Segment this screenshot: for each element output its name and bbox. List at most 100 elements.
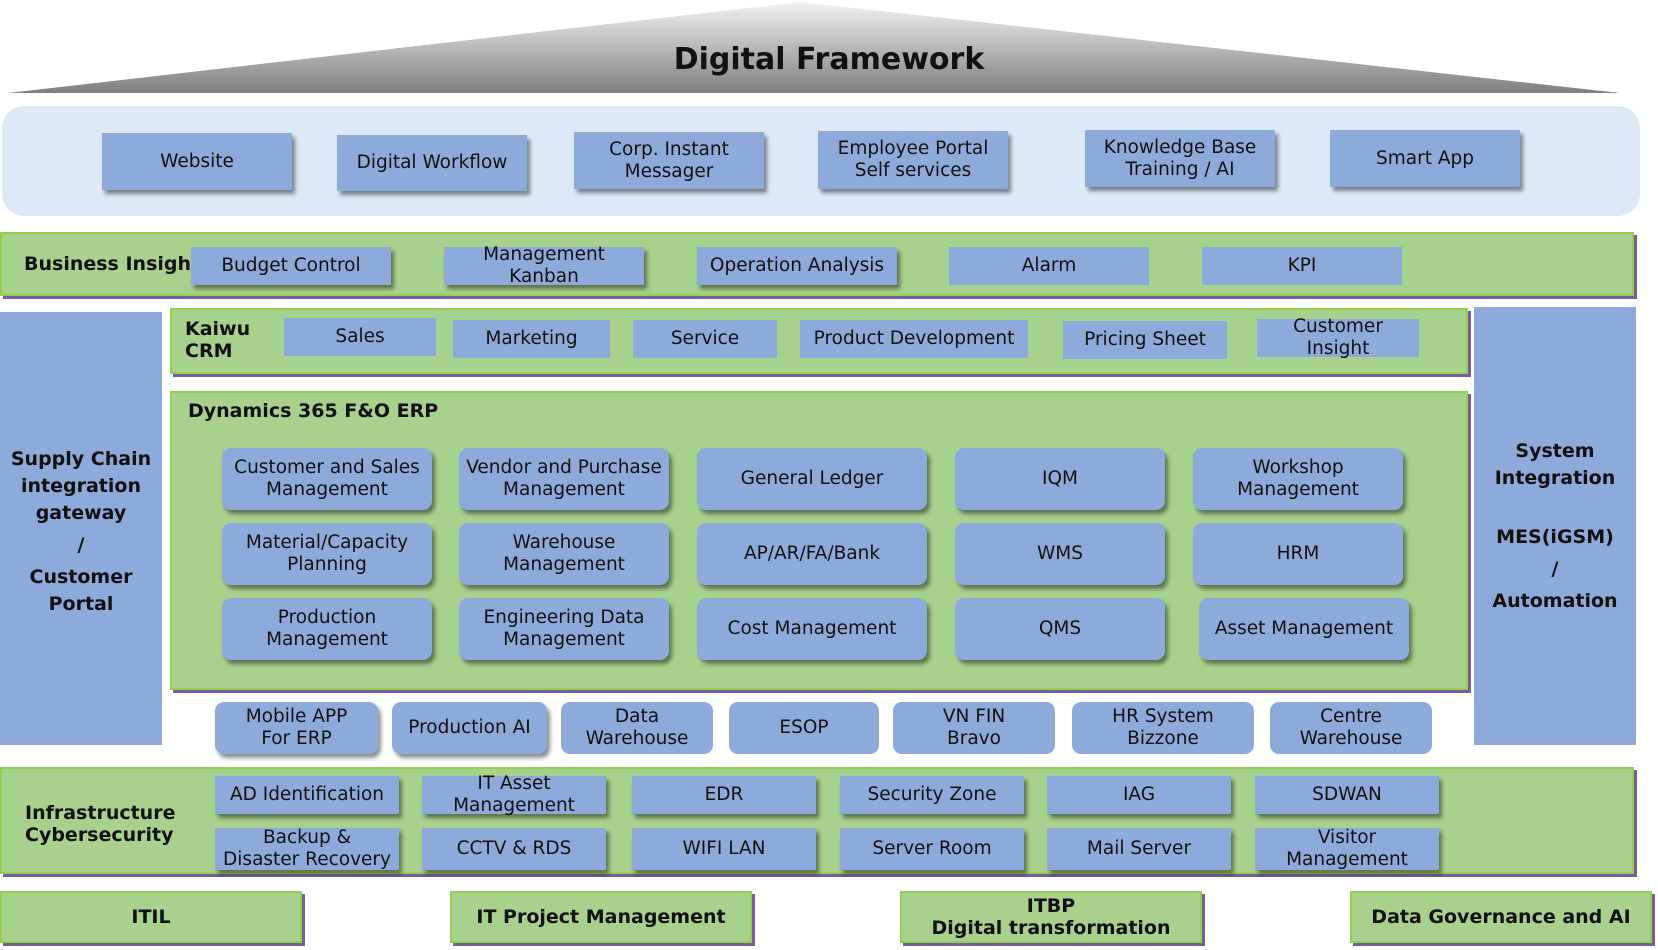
- box-label: QMS: [1038, 618, 1082, 639]
- box-label: Product Development: [813, 328, 1015, 349]
- box-label: Smart App: [1376, 147, 1474, 169]
- crm-item-service: Service: [633, 320, 777, 358]
- page-title: Digital Framework: [673, 42, 985, 77]
- box-label: EDR: [704, 784, 744, 805]
- right-side-line: Integration: [1494, 467, 1616, 489]
- infrastructure-item-backup-disaster-recovery: Backup &Disaster Recovery: [215, 827, 399, 870]
- box-label: Security Zone: [867, 784, 997, 805]
- box-label: Customer Insight: [1293, 316, 1383, 359]
- left-side-line: Customer: [29, 565, 133, 588]
- right-side-line: [1552, 489, 1559, 521]
- box-label: IT Project Management: [476, 906, 726, 928]
- box-label: Visitor Management: [1286, 827, 1408, 870]
- left-side-line: /: [77, 533, 85, 556]
- box-label: Pricing Sheet: [1084, 329, 1206, 350]
- erp-module-hrm: HRM: [1193, 523, 1403, 585]
- business-insight-item-kpi: KPI: [1202, 247, 1402, 285]
- infrastructure-item-visitor-management: Visitor Management: [1255, 827, 1439, 870]
- box-label: Website: [160, 150, 234, 172]
- box-label: ITIL: [131, 906, 171, 928]
- box-label: Backup &Disaster Recovery: [223, 827, 391, 870]
- box-label: AP/AR/FA/Bank: [743, 543, 881, 564]
- left-side-line: gateway: [35, 501, 127, 524]
- left-side-line: integration: [21, 474, 141, 497]
- infrastructure-item-iag: IAG: [1047, 776, 1231, 814]
- box-label: Digital Workflow: [356, 152, 508, 173]
- business-insight-item-alarm: Alarm: [949, 247, 1149, 285]
- infrastructure-item-server-room: Server Room: [840, 828, 1024, 870]
- infrastructure-item-wifi-lan: WIFI LAN: [632, 828, 816, 870]
- box-label: Operation Analysis: [709, 255, 885, 276]
- box-label: IQM: [1042, 468, 1078, 489]
- box-label: ESOP: [779, 717, 829, 738]
- governance-item-data-governance-and-ai: Data Governance and AI: [1350, 891, 1652, 943]
- box-label: Budget Control: [221, 255, 361, 276]
- erp-label: Dynamics 365 F&O ERP: [188, 400, 439, 422]
- right-side-line: System: [1515, 440, 1595, 462]
- box-label: Asset Management: [1214, 618, 1394, 639]
- roof-triangle: [8, 2, 1620, 93]
- erp-module-qms: QMS: [955, 598, 1165, 660]
- box-label: HRM: [1276, 543, 1320, 564]
- erp-module-iqm: IQM: [955, 448, 1165, 510]
- box-label: AD Identification: [229, 784, 385, 805]
- governance-item-itil: ITIL: [0, 891, 302, 943]
- erp-module-asset-management: Asset Management: [1199, 598, 1409, 660]
- box-label: General Ledger: [740, 468, 884, 489]
- infrastructure-item-edr: EDR: [632, 776, 816, 814]
- box-label: Sales: [335, 326, 385, 347]
- box-label: Production AI: [408, 717, 531, 738]
- box-label: WIFI LAN: [682, 838, 766, 859]
- crm-item-sales: Sales: [284, 318, 436, 356]
- right-side-line: MES(iGSM): [1496, 526, 1614, 548]
- erp-module-cost-management: Cost Management: [697, 598, 927, 660]
- box-label: CCTV & RDS: [456, 838, 572, 859]
- business-insight-item-operation-analysis: Operation Analysis: [697, 247, 897, 285]
- right-side-line: Automation: [1492, 590, 1618, 612]
- erp-module-wms: WMS: [955, 523, 1165, 585]
- box-label: SDWAN: [1312, 784, 1382, 805]
- infrastructure-item-security-zone: Security Zone: [840, 776, 1024, 814]
- box-label: Service: [670, 328, 740, 349]
- box-label: Management Kanban: [483, 244, 605, 287]
- box-label: Mail Server: [1086, 838, 1192, 859]
- box-label: KPI: [1287, 255, 1317, 276]
- business-insight-item-management-kanban: Management Kanban: [444, 244, 644, 287]
- box-label: Server Room: [872, 838, 992, 859]
- box-label: Cost Management: [727, 618, 897, 639]
- box-label: IAG: [1122, 784, 1156, 805]
- left-side-line: Portal: [48, 592, 114, 615]
- extension-item-esop: ESOP: [729, 702, 879, 754]
- business-insight-item-budget-control: Budget Control: [191, 247, 391, 285]
- crm-item-pricing-sheet: Pricing Sheet: [1063, 321, 1227, 359]
